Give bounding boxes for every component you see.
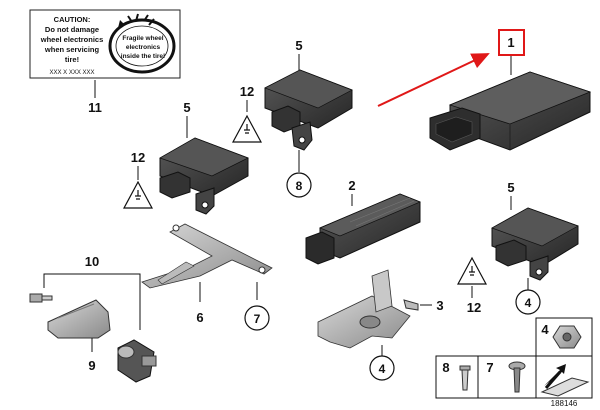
bubble-line-2: electronics <box>126 44 161 51</box>
callout-5-right: 5 <box>507 180 514 195</box>
control-unit-1 <box>429 71 592 151</box>
callout-11: 11 <box>88 100 102 115</box>
valve-screw-icon <box>29 293 53 303</box>
warning-triangle-icon <box>122 180 154 209</box>
callout-5-left: 5 <box>183 100 190 115</box>
tire-bubble-icon <box>108 13 176 74</box>
highlight-box <box>498 29 525 56</box>
callout-7-circle: 7 <box>244 305 270 331</box>
caution-code: XXX X XXX XXX <box>49 70 94 76</box>
bracket-6 <box>141 223 273 289</box>
sensor-module-left <box>159 137 249 215</box>
diagram-id: 188146 <box>551 399 578 408</box>
callout-2: 2 <box>348 178 355 193</box>
caution-line-2: wheel electronics <box>40 35 104 44</box>
tire-pressure-sensor <box>47 299 111 339</box>
callout-12-left: 12 <box>131 150 145 165</box>
sensor-module-right <box>491 207 579 281</box>
sheet-arrow-icon <box>540 364 590 397</box>
callout-7-table: 7 <box>486 360 493 375</box>
callout-7-mid: 7 <box>254 312 261 326</box>
bubble-line-3: inside the tire! <box>121 53 165 60</box>
callout-12-right: 12 <box>467 300 481 315</box>
callout-8-table: 8 <box>442 360 449 375</box>
callout-5-top: 5 <box>295 38 302 53</box>
callout-8-top: 8 <box>296 179 303 193</box>
highlight-arrow <box>377 53 490 107</box>
callout-4-circle-right: 4 <box>515 289 541 315</box>
bubble-line-1: Fragile wheel <box>122 35 163 42</box>
callout-4-mid: 4 <box>379 362 386 376</box>
caution-line-3: when servicing <box>44 45 100 54</box>
nut-icon <box>552 325 582 349</box>
warning-triangle-icon <box>456 256 488 285</box>
callout-4-right: 4 <box>525 296 532 310</box>
antenna-module <box>305 193 421 265</box>
callout-10: 10 <box>85 254 99 269</box>
sensor-module-top <box>264 69 353 151</box>
caution-line-4: tire! <box>65 55 79 64</box>
callout-9: 9 <box>88 358 95 373</box>
callout-12-top: 12 <box>240 84 254 99</box>
warning-triangle-icon <box>231 114 263 143</box>
valve-stem-icon <box>117 339 157 383</box>
caution-label: CAUTION: Do not damage wheel electronics… <box>29 9 181 79</box>
caution-line-1: Do not damage <box>45 25 99 34</box>
callout-8-circle: 8 <box>286 172 312 198</box>
callout-3: 3 <box>436 298 443 313</box>
callout-6: 6 <box>196 310 203 325</box>
callout-4-table: 4 <box>541 322 549 337</box>
clip-icon <box>459 365 471 391</box>
callout-1: 1 <box>507 35 514 50</box>
screw-icon <box>508 361 526 393</box>
bracket-3 <box>317 269 419 349</box>
caution-title: CAUTION: <box>54 15 91 24</box>
callout-4-circle-mid: 4 <box>369 355 395 381</box>
